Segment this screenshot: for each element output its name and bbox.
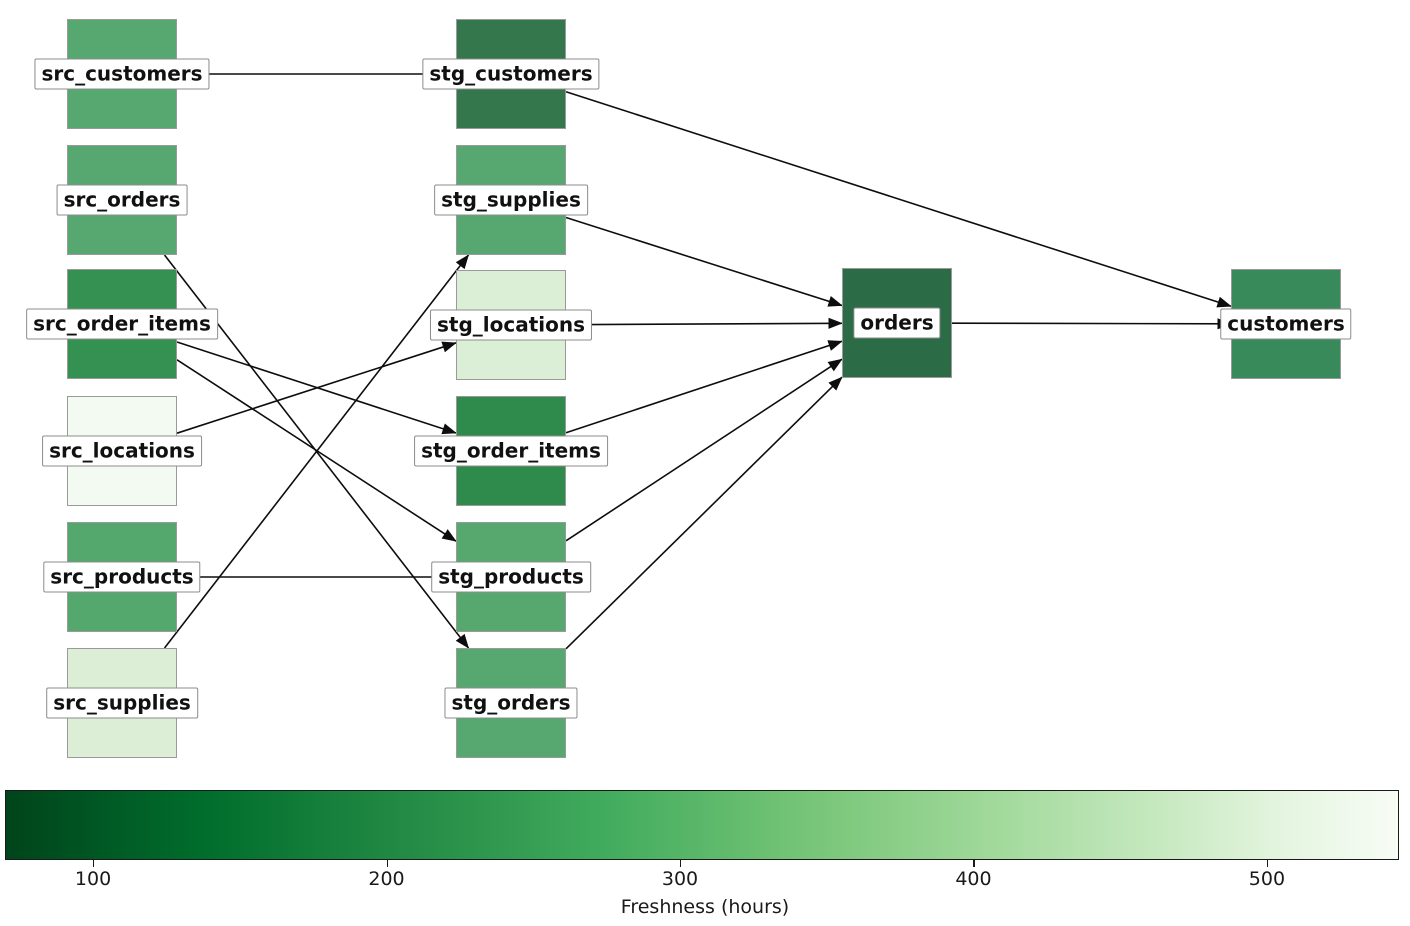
colorbar-tick-500 — [1266, 860, 1269, 867]
edge-stg_supplies-to-orders — [565, 216, 843, 307]
edge-stg_orders-to-orders — [565, 376, 843, 650]
node-label-stg_orders[interactable]: stg_orders — [444, 687, 578, 719]
colorbar-gradient — [5, 790, 1399, 860]
node-label-orders[interactable]: orders — [853, 307, 941, 339]
node-label-src_orders[interactable]: src_orders — [56, 184, 188, 216]
edge-layer — [163, 73, 1232, 650]
node-label-stg_customers[interactable]: stg_customers — [422, 58, 600, 90]
colorbar-tick-label-400: 400 — [955, 868, 992, 890]
colorbar-axis-label: Freshness (hours) — [620, 896, 790, 918]
node-label-src_customers[interactable]: src_customers — [34, 58, 210, 90]
colorbar-legend: 100 200 300 400 500 Freshness (hours) — [0, 780, 1410, 926]
edge-stg_order_items-to-orders — [565, 340, 843, 434]
node-label-stg_order_items[interactable]: stg_order_items — [414, 435, 608, 467]
edge-stg_locations-to-orders — [565, 317, 843, 329]
edge-src_locations-to-stg_locations — [176, 341, 457, 434]
node-label-src_locations[interactable]: src_locations — [42, 435, 202, 467]
edges-group — [163, 73, 1232, 650]
edge-orders-to-customers — [951, 318, 1232, 330]
colorbar-tick-label-300: 300 — [661, 868, 699, 890]
colorbar-tick-100 — [93, 860, 95, 867]
colorbar-tick-400 — [973, 860, 975, 867]
colorbar-tick-300 — [679, 860, 682, 867]
node-label-stg_supplies[interactable]: stg_supplies — [434, 184, 588, 216]
node-label-src_supplies[interactable]: src_supplies — [46, 687, 198, 719]
node-label-stg_locations[interactable]: stg_locations — [429, 309, 593, 341]
node-label-customers[interactable]: customers — [1220, 308, 1352, 340]
edge-src_order_items-to-stg_order_items — [176, 341, 457, 435]
colorbar-tick-label-100: 100 — [74, 868, 112, 890]
colorbar-tick-label-200: 200 — [368, 868, 405, 890]
node-label-src_order_items[interactable]: src_order_items — [26, 308, 218, 340]
node-label-src_products[interactable]: src_products — [43, 561, 201, 593]
colorbar-tick-200 — [386, 860, 388, 867]
node-label-stg_products[interactable]: stg_products — [431, 561, 591, 593]
colorbar-tick-label-500: 500 — [1248, 868, 1286, 890]
